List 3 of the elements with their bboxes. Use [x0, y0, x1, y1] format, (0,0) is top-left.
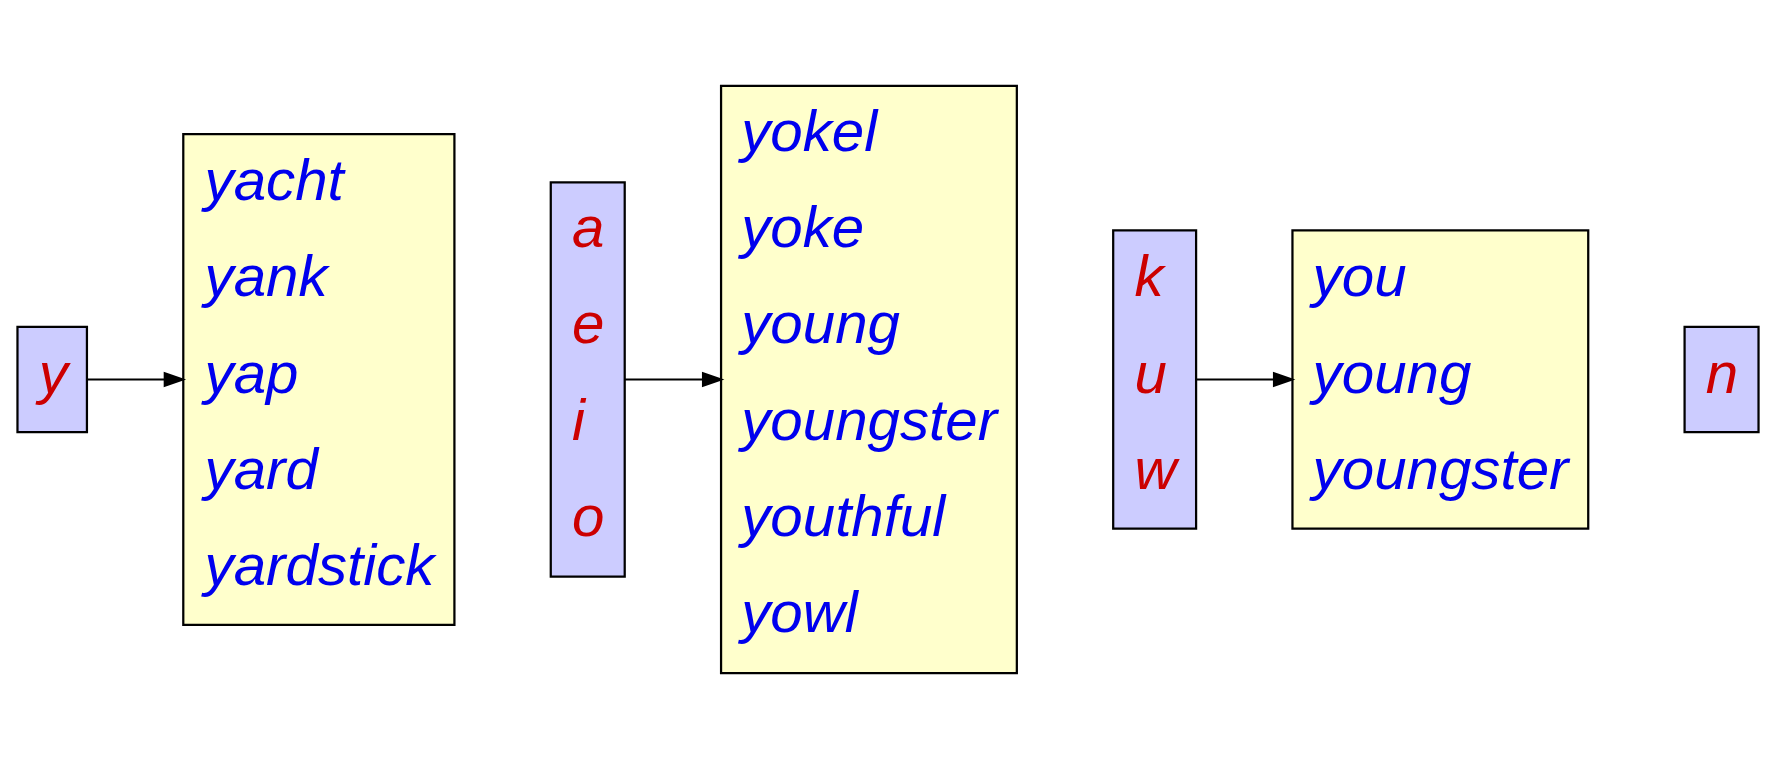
arrow	[1196, 371, 1296, 388]
arrow	[625, 371, 725, 388]
arrow	[87, 371, 187, 388]
